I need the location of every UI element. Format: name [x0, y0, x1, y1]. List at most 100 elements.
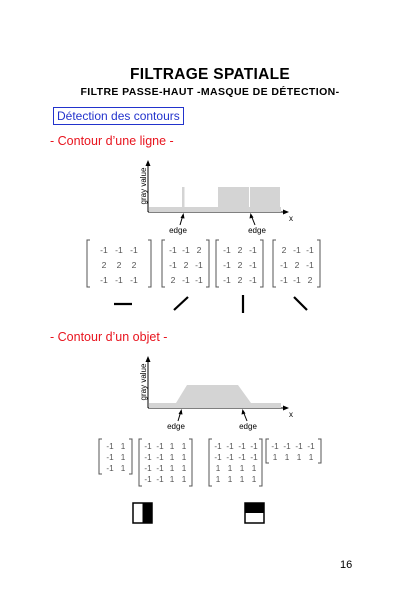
mask-cell: 2	[295, 260, 300, 270]
mask-cell: -1	[249, 260, 257, 270]
boxed-heading: Détection des contours	[53, 107, 184, 125]
mask-cell: -1	[295, 442, 303, 451]
mask-cell: 1	[240, 475, 245, 484]
mask-cell: -1	[226, 453, 234, 462]
mask-cell: 1	[121, 453, 126, 462]
diagonal-line-icon	[173, 296, 189, 311]
edge-pointer-1-head	[180, 213, 185, 219]
mask-cell: -1	[250, 442, 258, 451]
page-subtitle: FILTRE PASSE-HAUT -MASQUE DE DÉTECTION-	[80, 86, 340, 98]
mask-cell: 2	[132, 260, 137, 270]
mask-cell: -1	[130, 245, 138, 255]
mask-cell: -1	[156, 464, 164, 473]
y-axis-arrow	[145, 356, 151, 362]
edge-label: edge	[239, 422, 257, 431]
orientation-icons	[114, 295, 308, 313]
mask-cell: -1	[100, 245, 108, 255]
y-axis-label: gray value	[140, 167, 148, 204]
mask-cell: 1	[285, 453, 290, 462]
mask-cell: -1	[169, 260, 177, 270]
section-heading-line: - Contour d’une ligne -	[50, 134, 174, 148]
mask-cell: 1	[240, 464, 245, 473]
mask-cell: -1	[223, 260, 231, 270]
mask-cell: 1	[228, 475, 233, 484]
mask-cell: 1	[182, 475, 187, 484]
mask-cell: -1	[100, 275, 108, 285]
mask-cell: 1	[121, 464, 126, 473]
mask-cell: -1	[249, 275, 257, 285]
mask-cell: -1	[106, 442, 114, 451]
mask-cell: 2	[238, 245, 243, 255]
mask-cell: -1	[293, 275, 301, 285]
mask-cell: 1	[170, 442, 175, 451]
mask-cell: 2	[171, 275, 176, 285]
mask-cell: 1	[182, 453, 187, 462]
mask-cell: 2	[238, 260, 243, 270]
mask-cell: -1	[238, 442, 246, 451]
edge-pointer-2-head	[241, 409, 246, 415]
object-edge-icons	[132, 502, 265, 524]
mask-cell: 2	[184, 260, 189, 270]
mask-cell: 2	[308, 275, 313, 285]
mask-cell: -1	[280, 260, 288, 270]
mask-cell: -1	[130, 275, 138, 285]
mask-cell: -1	[195, 275, 203, 285]
anti-diagonal-line-icon	[293, 296, 308, 311]
mask-cell: -1	[226, 442, 234, 451]
mask-cell: -1	[223, 275, 231, 285]
vertical-split-fill	[142, 503, 152, 523]
mask-cell: -1	[249, 245, 257, 255]
object-profile-plot: gray value x edge edge	[140, 356, 293, 431]
mask-cell: 1	[182, 464, 187, 473]
mask-diagonal-135: 2 -1 -1 -1 2 -1 -1 -1 2	[272, 239, 321, 288]
mask-cell: -1	[144, 442, 152, 451]
mask-cell: -1	[250, 453, 258, 462]
mask-cell: 2	[102, 260, 107, 270]
page-title: FILTRAGE SPATIALE	[129, 66, 291, 83]
mask-cell: -1	[106, 453, 114, 462]
edge-label: edge	[248, 226, 266, 235]
mask-cell: 1	[228, 464, 233, 473]
mask-cell: -1	[293, 245, 301, 255]
x-axis-label: x	[289, 214, 293, 223]
horizontal-split-fill	[245, 503, 264, 513]
mask-cell: -1	[144, 475, 152, 484]
mask-cell: 1	[216, 464, 221, 473]
mask-cell: -1	[306, 245, 314, 255]
mask-horizontal: -1 -1 -1 2 2 2 -1 -1 -1	[86, 239, 152, 288]
mask-cell: -1	[307, 442, 315, 451]
mask-cell: 1	[182, 442, 187, 451]
mask-cell: 2	[197, 245, 202, 255]
x-axis-arrow	[283, 405, 289, 411]
mask-cell: -1	[156, 442, 164, 451]
object-masks: -1 1 -1 1 -1 1 -1 -1 1 1 -1 -1 1 1 -1 -1…	[98, 438, 322, 487]
mask-cell: 1	[252, 464, 257, 473]
mask-diagonal-45: -1 -1 2 -1 2 -1 2 -1 -1	[161, 239, 210, 288]
mask-cell: -1	[144, 453, 152, 462]
mask-cell: -1	[115, 275, 123, 285]
edge-pointer-2-head	[249, 213, 254, 219]
mask-cell: -1	[182, 245, 190, 255]
mask-cell: 2	[238, 275, 243, 285]
x-axis-label: x	[289, 410, 293, 419]
mask-cell: 1	[170, 464, 175, 473]
mask-cell: 1	[170, 453, 175, 462]
mask-cell: -1	[169, 245, 177, 255]
mask-cell: -1	[195, 260, 203, 270]
y-axis-arrow	[145, 160, 151, 166]
mask-cell: 2	[117, 260, 122, 270]
edge-label: edge	[169, 226, 187, 235]
mask-cell: -1	[306, 260, 314, 270]
edge-label: edge	[167, 422, 185, 431]
mask-cell: -1	[280, 275, 288, 285]
mask-cell: 2	[282, 245, 287, 255]
mask-cell: 1	[273, 453, 278, 462]
mask-cell: 1	[121, 442, 126, 451]
mask-cell: 1	[297, 453, 302, 462]
mask-cell: -1	[156, 453, 164, 462]
mask-cell: 1	[309, 453, 314, 462]
mask-cell: -1	[115, 245, 123, 255]
line-profile-plot: gray value x edge edge	[140, 160, 293, 235]
mask-vertical-4x4: -1 -1 1 1 -1 -1 1 1 -1 -1 1 1 -1 -1 1 1	[138, 438, 193, 487]
mask-cell: -1	[156, 475, 164, 484]
